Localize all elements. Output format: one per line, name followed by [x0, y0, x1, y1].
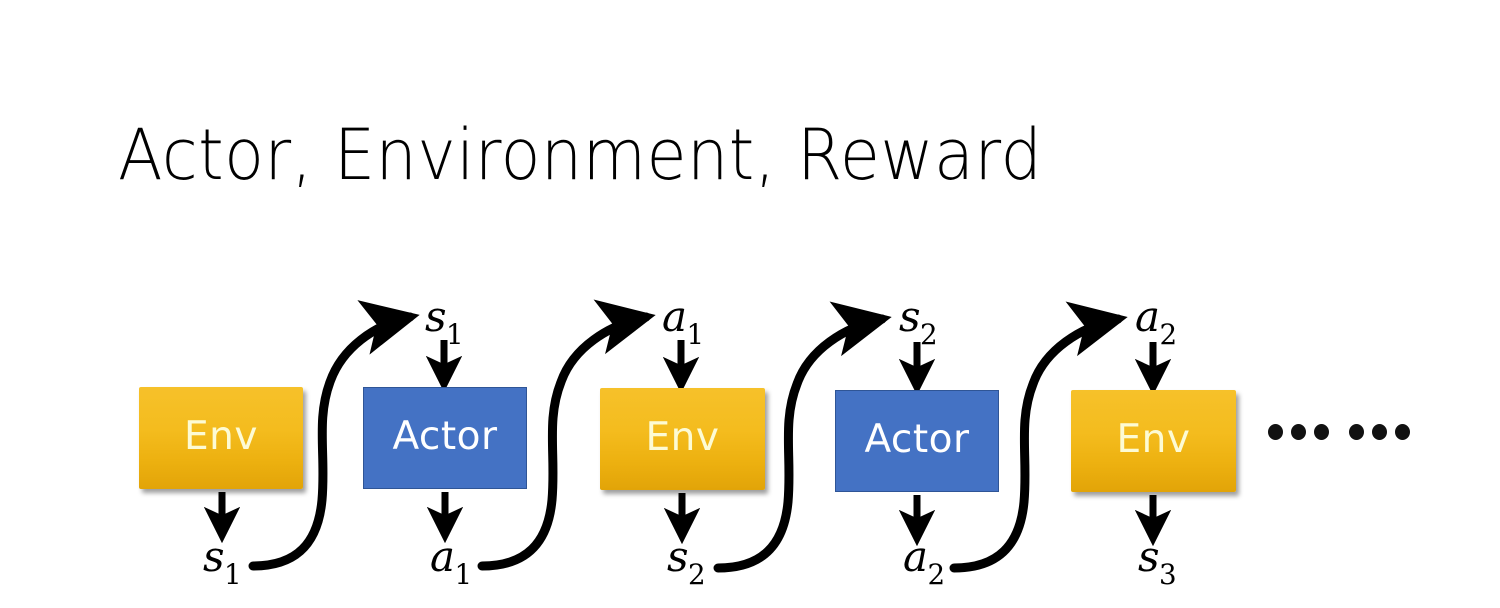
ellipsis-dot	[1314, 424, 1329, 440]
label-state-s1-bottom: s1	[203, 532, 242, 591]
node-env-3-label: Env	[1116, 416, 1191, 462]
label-action-a2-bottom: a2	[903, 532, 946, 591]
node-actor-1[interactable]: Actor	[363, 387, 527, 489]
ellipsis-dot	[1372, 424, 1387, 440]
label-action-a1-top: a1	[662, 292, 705, 351]
ellipsis-dot	[1349, 424, 1364, 440]
curve-env1-to-actor1	[248, 300, 420, 571]
label-action-a2-top: a2	[1135, 292, 1178, 351]
ellipsis-dot	[1395, 424, 1410, 440]
node-actor-2-label: Actor	[864, 416, 970, 462]
ellipsis-dot	[1268, 424, 1283, 440]
node-env-1[interactable]: Env	[139, 387, 303, 489]
label-state-s2-top: s2	[899, 292, 938, 351]
label-state-s2-bottom: s2	[667, 532, 706, 591]
node-actor-1-label: Actor	[392, 413, 498, 459]
curve-env2-to-actor2	[713, 301, 892, 573]
label-state-s1-top: s1	[425, 292, 464, 351]
node-env-1-label: Env	[184, 413, 258, 459]
curve-actor2-to-env3	[949, 301, 1128, 573]
node-env-2-label: Env	[645, 414, 720, 460]
page-title: Actor, Environment, Reward	[118, 114, 1043, 196]
label-action-a1-bottom: a1	[430, 532, 473, 591]
node-env-2[interactable]: Env	[600, 388, 765, 490]
node-actor-2[interactable]: Actor	[835, 390, 999, 492]
node-env-3[interactable]: Env	[1071, 390, 1236, 492]
curve-actor1-to-env2	[477, 299, 656, 571]
ellipsis-indicator	[1268, 424, 1410, 440]
label-state-s3-bottom: s3	[1138, 532, 1177, 591]
ellipsis-dot	[1291, 424, 1306, 440]
